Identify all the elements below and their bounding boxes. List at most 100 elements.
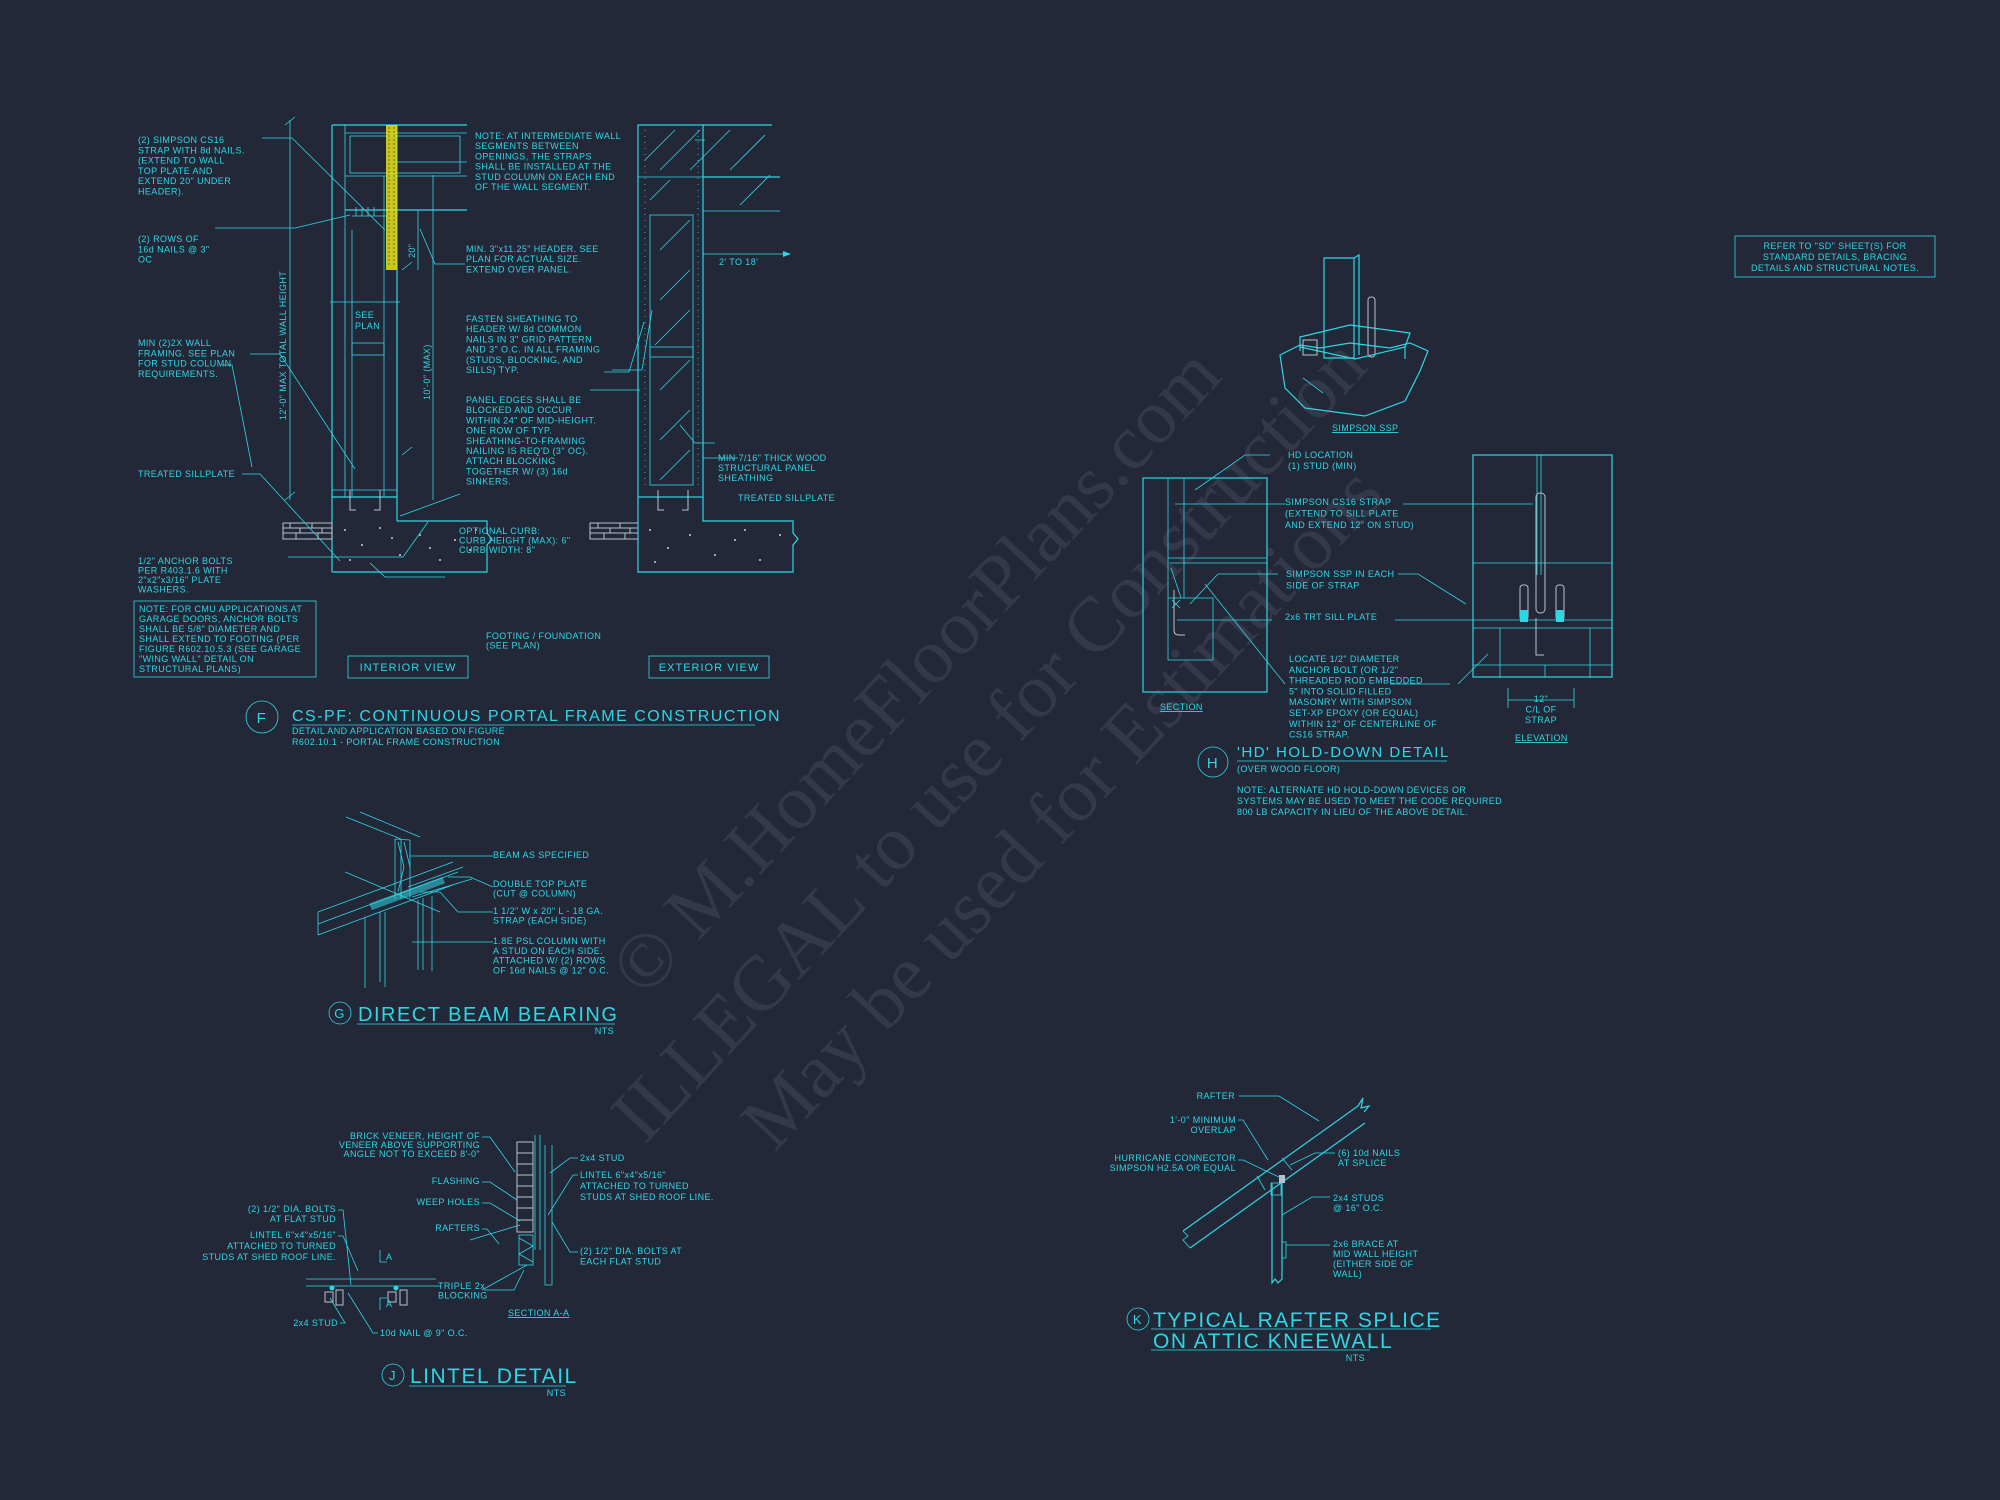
detail-f-interior-drawing <box>215 116 781 578</box>
detail-h-annotations: HD LOCATION(1) STUD (MIN) SIMPSON CS16 S… <box>1160 450 1568 817</box>
note-line: GARAGE DOORS, ANCHOR BOLTS <box>139 614 298 624</box>
note-line: PANEL EDGES SHALL BE <box>466 395 582 405</box>
note-line: WITHIN 12" OF CENTERLINE OF <box>1289 719 1437 729</box>
note-line: NAILING IS REQ'D (3" OC). <box>466 446 588 456</box>
beam-note: BEAM AS SPECIFIED <box>493 850 589 860</box>
simpson-ssp-label: SIMPSON SSP <box>1332 423 1398 433</box>
detail-k-title-line2: ON ATTIC KNEEWALL <box>1153 1330 1393 1353</box>
note-line: SIMPSON CS16 STRAP <box>1285 497 1391 507</box>
hd-location-note: HD LOCATION(1) STUD (MIN) <box>1288 450 1357 471</box>
note-line: SIMPSON H2.5A OR EQUAL <box>1110 1163 1236 1173</box>
note-line: SILLS) TYP. <box>466 365 519 375</box>
note-line: OF THE WALL SEGMENT. <box>475 182 591 192</box>
note-line: BRICK VENEER, HEIGHT OF <box>350 1131 480 1141</box>
detail-j-drawing: A A <box>306 1135 578 1334</box>
note-line: ANGLE NOT TO EXCEED 8'-0" <box>344 1149 480 1159</box>
note-line: SIMPSON SSP IN EACH <box>1286 569 1394 579</box>
note-line: DETAIL AND APPLICATION BASED ON FIGURE <box>292 726 505 736</box>
note-line: LINTEL 6"x4"x5/16" <box>250 1230 336 1240</box>
note-line: (2) 1/2" DIA. BOLTS <box>248 1204 336 1214</box>
detail-j-marker <box>381 1363 405 1387</box>
note-line: 12" <box>1534 694 1548 704</box>
note-line: OPTIONAL CURB: <box>459 526 540 536</box>
note-line: PLAN <box>355 321 380 331</box>
note-line: STUDS AT SHED ROOF LINE. <box>580 1192 714 1202</box>
exterior-view-label: EXTERIOR VIEW <box>659 662 759 674</box>
note-line: SHALL BE 5/8" DIAMETER AND <box>139 624 280 634</box>
exterior-view-label-box <box>648 655 770 679</box>
note-line: ATTACHED W/ (2) ROWS <box>493 956 606 966</box>
note-line: OVERLAP <box>1191 1125 1236 1135</box>
note-line: NOTE: AT INTERMEDIATE WALL <box>475 131 621 141</box>
beam-strap-note: 1 1/2" W x 20" L - 18 GA.STRAP (EACH SID… <box>493 906 603 926</box>
brick-pattern <box>282 522 639 540</box>
note-line: NAILS IN 3" GRID PATTERN <box>466 334 592 344</box>
note-line: 5" INTO SOLID FILLED <box>1289 686 1392 696</box>
strap-length-dimension: 20" <box>407 244 417 258</box>
top-plate-note: DOUBLE TOP PLATE(CUT @ COLUMN) <box>493 879 587 899</box>
note-line: VENEER ABOVE SUPPORTING <box>339 1140 480 1150</box>
note-line: AND EXTEND 12" ON STUD) <box>1285 520 1414 530</box>
note-line: HURRICANE CONNECTOR <box>1115 1153 1237 1163</box>
footing-note: FOOTING / FOUNDATION(SEE PLAN) <box>486 631 601 651</box>
note-line: BLOCKING <box>438 1291 488 1301</box>
note-line: HEADER W/ 8d COMMON <box>466 324 582 334</box>
elevation-label: ELEVATION <box>1515 733 1568 743</box>
detail-f-letter: F <box>257 710 268 727</box>
note-line: A STUD ON EACH SIDE. <box>493 946 603 956</box>
detail-h-letter: H <box>1207 755 1219 772</box>
note-line: STRUCTURAL PANEL <box>718 463 816 473</box>
simpson-ssp-drawing <box>1279 253 1429 417</box>
note-line: OF 16d NAILS @ 12" O.C. <box>493 965 609 975</box>
studs-note: 2x4 STUDS@ 16" O.C. <box>1333 1193 1384 1213</box>
section-mark-a-bottom: A <box>386 1299 392 1309</box>
note-line: EXTEND 20" UNDER <box>138 176 231 186</box>
note-line: ONE ROW OF TYP. <box>466 426 552 436</box>
note-line: CS16 STRAP. <box>1289 730 1350 740</box>
note-line: CURB HEIGHT (MAX): 6" <box>459 536 570 546</box>
note-line: STRUCTURAL PLANS) <box>139 664 241 674</box>
sheathing-hatch <box>644 129 771 481</box>
note-line: SET-XP EPOXY (OR EQUAL) <box>1289 708 1418 718</box>
note-line: SYSTEMS MAY BE USED TO MEET THE CODE REQ… <box>1237 796 1502 806</box>
note-line: 1.8E PSL COLUMN WITH <box>493 936 606 946</box>
note-line: WASHERS. <box>138 585 189 595</box>
sill-plate-note: 2x6 TRT SILL PLATE <box>1285 612 1377 622</box>
note-line: FOOTING / FOUNDATION <box>486 631 601 641</box>
rafter-note: RAFTER <box>1197 1091 1236 1101</box>
note-line: MIN (2)2X WALL <box>138 338 211 348</box>
detail-g-scale: NTS <box>595 1026 614 1036</box>
note-line: ATTACH BLOCKING <box>466 456 556 466</box>
note-line: 1/2" ANCHOR BOLTS <box>138 556 233 566</box>
note-line: OC <box>138 255 152 265</box>
note-line: FRAMING. SEE PLAN <box>138 348 235 358</box>
detail-k-letter: K <box>1133 1312 1143 1327</box>
detail-h-drawing <box>1142 454 1613 708</box>
note-line: MIN. 3"x11.25" HEADER. SEE <box>466 244 599 254</box>
note-line: SINKERS. <box>466 477 511 487</box>
section-a-a-label: SECTION A-A <box>508 1308 569 1318</box>
note-line: (6) 10d NAILS <box>1338 1148 1400 1158</box>
detail-j-letter: J <box>389 1368 397 1383</box>
cmu-note-box <box>133 600 317 678</box>
note-line: TOGETHER W/ (3) 16d <box>466 466 568 476</box>
cs16-strap <box>386 125 397 270</box>
optional-curb-note: OPTIONAL CURB:CURB HEIGHT (MAX): 6"CURB … <box>459 526 570 555</box>
